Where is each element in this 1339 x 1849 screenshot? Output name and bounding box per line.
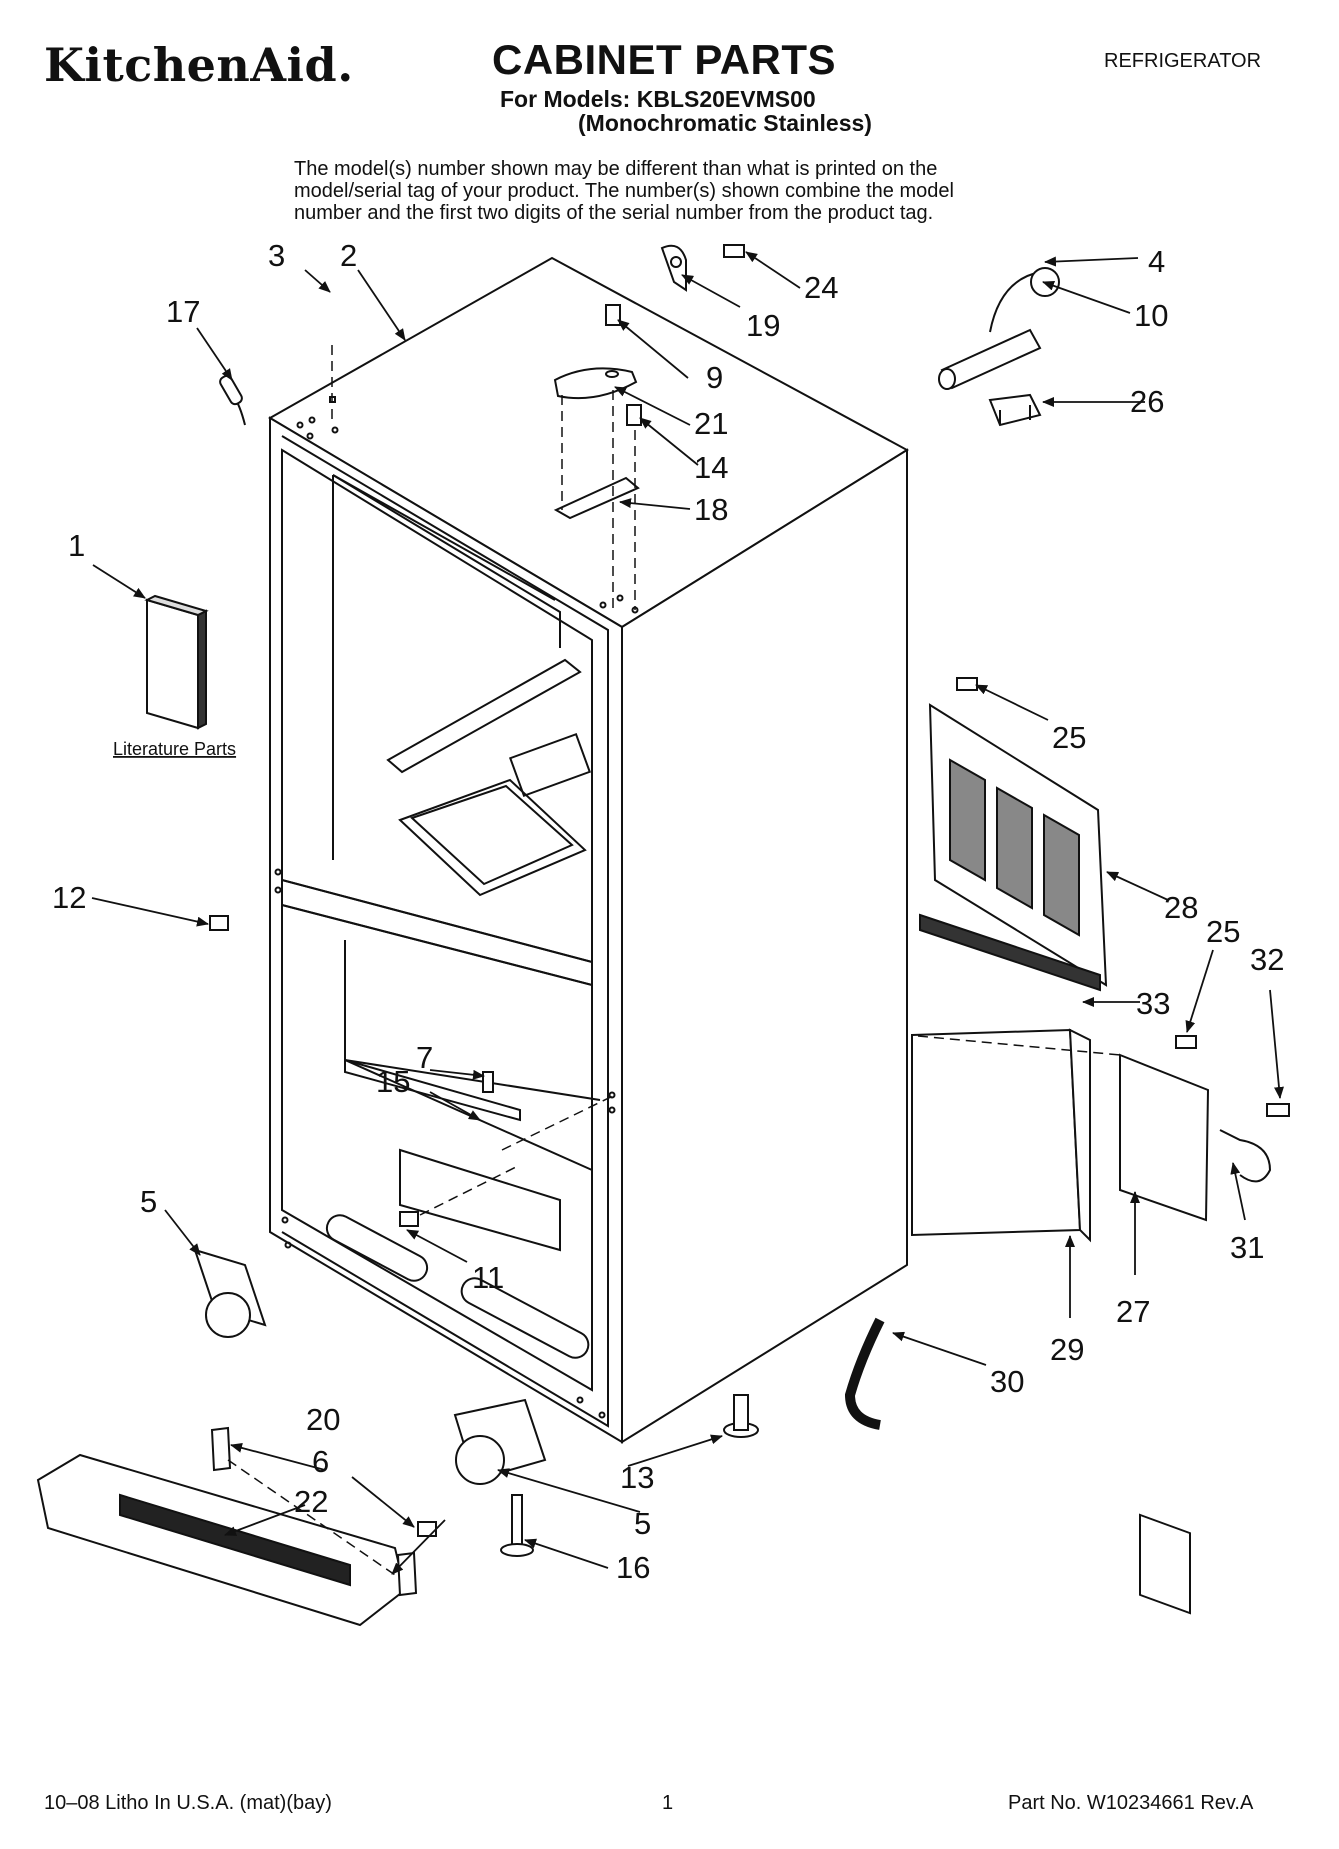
callout-15: 15 <box>376 1064 410 1099</box>
callout-22: 22 <box>294 1484 328 1519</box>
callout-25b: 25 <box>1206 914 1240 949</box>
seal-strip-icon <box>919 913 1101 992</box>
callout-20: 20 <box>306 1402 340 1437</box>
water-tube-icon <box>938 267 1060 390</box>
callout-10: 10 <box>1134 298 1168 333</box>
callout-21: 21 <box>694 406 728 441</box>
callout-7: 7 <box>416 1040 433 1075</box>
callout-12: 12 <box>52 880 86 915</box>
callout-9: 9 <box>706 360 723 395</box>
callout-13: 13 <box>620 1460 654 1495</box>
callout-6: 6 <box>312 1444 329 1479</box>
screw-icons <box>209 244 1290 1537</box>
callout-11: 11 <box>472 1260 504 1295</box>
callout-28: 28 <box>1164 890 1198 925</box>
insulation-panel-icon <box>911 1028 1091 1243</box>
callout-labels: 1 2 3 4 5 5 6 7 9 10 11 12 13 14 15 16 1… <box>52 238 1284 1585</box>
callout-31: 31 <box>1230 1230 1264 1265</box>
callout-29: 29 <box>1050 1332 1084 1367</box>
callout-16: 16 <box>616 1550 650 1585</box>
category-label: REFRIGERATOR <box>1104 50 1262 72</box>
callout-4: 4 <box>1148 244 1165 279</box>
footer-part-number: Part No. W10234661 Rev.A <box>1008 1792 1254 1814</box>
callout-18: 18 <box>694 492 728 527</box>
clip-icon <box>988 393 1042 427</box>
callout-32: 32 <box>1250 942 1284 977</box>
alignment-lines <box>227 345 1121 1578</box>
disclaimer-line: model/serial tag of your product. The nu… <box>294 180 954 202</box>
machine-cover-icon <box>928 703 1108 987</box>
models-line: For Models: KBLS20EVMS00 <box>500 86 816 112</box>
callout-17: 17 <box>166 294 200 329</box>
tube-fitting-icon <box>219 374 246 426</box>
cable-clamp-icon <box>1219 1129 1272 1183</box>
leveling-screw-icon <box>500 1494 534 1557</box>
footer-page-number: 1 <box>662 1792 674 1814</box>
hinge-cover-icon <box>660 244 687 292</box>
leader-lines <box>91 251 1284 1575</box>
callout-25a: 25 <box>1052 720 1086 755</box>
callout-5a: 5 <box>140 1184 157 1219</box>
callout-26: 26 <box>1130 384 1164 419</box>
callout-24: 24 <box>804 270 838 305</box>
literature-parts-icon <box>144 594 209 730</box>
disclaimer-line: The model(s) number shown may be differe… <box>294 158 938 180</box>
variant-line: (Monochromatic Stainless) <box>578 110 872 136</box>
page-title: CABINET PARTS <box>492 36 837 83</box>
leveling-leg-icon <box>723 1394 759 1438</box>
callout-30: 30 <box>990 1364 1024 1399</box>
callout-33: 33 <box>1136 986 1170 1021</box>
footer-print-info: 10–08 Litho In U.S.A. (mat)(bay) <box>44 1792 332 1814</box>
literature-parts-label: Literature Parts <box>113 739 236 759</box>
callout-1: 1 <box>68 528 85 563</box>
callout-3: 3 <box>268 238 285 273</box>
cabinet-body <box>268 256 909 1444</box>
callout-27: 27 <box>1116 1294 1150 1329</box>
toe-grille-icon <box>36 1453 407 1627</box>
callout-14: 14 <box>694 450 728 485</box>
control-bracket-icon <box>1119 1053 1210 1615</box>
drain-hose-icon <box>844 1317 885 1430</box>
brand-logo: KitchenAid. <box>44 38 354 92</box>
roller-bracket-icon <box>193 1248 547 1485</box>
callout-19: 19 <box>746 308 780 343</box>
disclaimer-line: number and the first two digits of the s… <box>294 202 934 224</box>
disclaimer: The model(s) number shown may be differe… <box>294 158 1114 224</box>
callout-2: 2 <box>340 238 357 273</box>
callout-5b: 5 <box>634 1506 651 1541</box>
